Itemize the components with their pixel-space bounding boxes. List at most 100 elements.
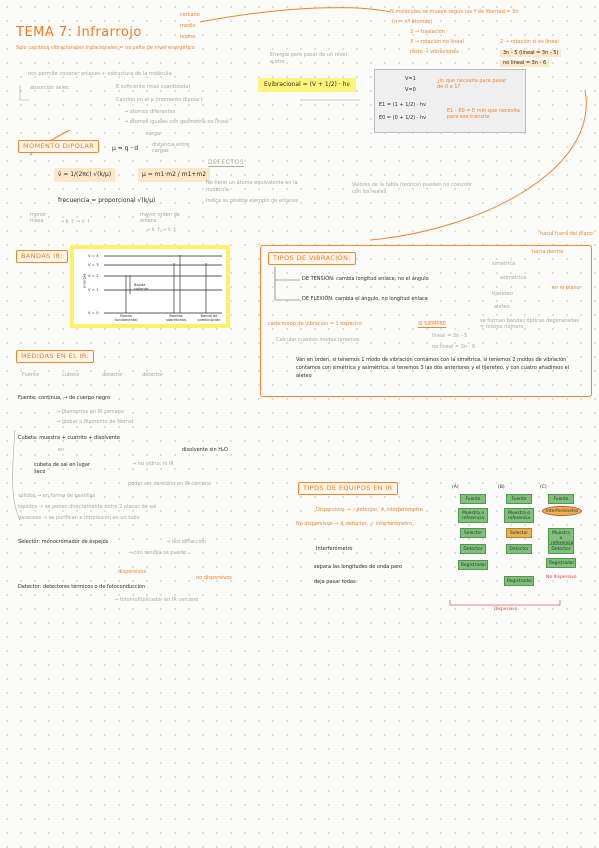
menor-masa-relation: → k ↑ → ν̄ ↑ xyxy=(60,219,91,225)
diagram-c-detector: Detector xyxy=(548,544,574,554)
combination-label: Banda de combinación xyxy=(197,314,221,322)
vib-energy-formula: Evibracional = (V + 1/2) · hν xyxy=(258,78,356,92)
diagram-b-muestra: Muestra o referencia xyxy=(504,508,534,523)
diagram-b-fuente: Fuente xyxy=(506,494,532,504)
energy-levels-svg xyxy=(104,255,222,314)
diagram-a-selector: Selector xyxy=(460,528,486,538)
diagram-a-detector: Detector xyxy=(460,544,486,554)
diagram-a-registrador: Registrador xyxy=(458,560,488,570)
equipos-dispersivos: Dispersivos → ✓detector, ✗ interferómetr… xyxy=(316,507,423,513)
level-v0: V=0 xyxy=(405,87,416,93)
diagram-a-fuente: Fuente xyxy=(460,494,486,504)
diagram-b-label: (B) xyxy=(498,485,505,490)
medidas-fuente: Fuente: continua, → de cuerpo negro xyxy=(18,395,111,401)
e1-formula: E1 = (1 + 1/2) · hν xyxy=(379,102,426,108)
equipos-no-dispersivos: No dispersivos → ✗ detector, ✓ interferó… xyxy=(296,521,413,527)
overtones-label: Bandas sobretonos xyxy=(166,314,186,322)
dipolar-carga: carga xyxy=(146,131,161,137)
medidas-no-dispersivos: no dispersivos xyxy=(196,575,232,581)
medidas-detector: Detector: detectores térmicos o de fotoc… xyxy=(18,584,146,590)
diagram-no-dispersivo-label: No dispersivo xyxy=(546,575,577,580)
vibration-calc-no-lineal: no lineal = 3n - 6 xyxy=(432,344,476,350)
diagram-c-fuente: Fuente xyxy=(548,494,574,504)
intro-line-6: → átomos iguales con geometría no lineal xyxy=(124,119,229,125)
energy-levels-box: V=1 V=0 ¿lo que necesita para pasar de 0… xyxy=(374,69,526,133)
chart-ylabel: energía xyxy=(81,273,87,289)
title-option-1: cercano xyxy=(180,12,200,18)
level-label-2: V = 2 xyxy=(88,273,99,278)
medidas-flow-4: detector xyxy=(142,372,164,378)
level-label-0: V = 0 xyxy=(88,310,99,315)
mayor-orden: mayor orden de enlace xyxy=(140,212,180,224)
intro-line-3b: E suficiente (mas cuantizada) xyxy=(116,84,191,90)
medidas-fuente-1: → filamentos en IR cercano xyxy=(56,409,124,415)
transition-result: E1 - E0 = E min que necesita para ese tr… xyxy=(447,108,520,121)
molecules-lineal: 3n - 5 (lineal = 3n - 5) xyxy=(500,50,562,57)
vibration-siempre-note: se forman bandas ópticas degeneradas = m… xyxy=(480,318,579,330)
diagram-b-selector: Selector xyxy=(506,528,532,538)
diagram-c-label: (C) xyxy=(540,485,547,490)
vibration-siempre: SI SIEMPRE xyxy=(418,321,447,328)
section-medidas: MEDIDAS EN EL IR: xyxy=(16,350,95,363)
dipolar-distancia: distancia entre cargas xyxy=(152,142,190,154)
defectos-note: Valores de la tabla (teórico) pueden no … xyxy=(352,182,473,195)
medidas-flow-2: cubeta xyxy=(62,372,80,378)
medidas-dispersivos: dispersivos xyxy=(118,569,147,575)
section-tipos-equipos: TIPOS DE EQUIPOS EN IR xyxy=(298,482,398,495)
medidas-solidos: sólidos → en forma de pastillas xyxy=(18,493,96,499)
vib-right-1: simétrica xyxy=(492,261,516,267)
vib-red-label-3: en el plano xyxy=(552,285,580,291)
fundamental-label: Banda fundamental xyxy=(114,314,138,322)
equipos-separa: separa las longitudes de onda pero xyxy=(314,564,403,570)
vib-right-3: tijereteo xyxy=(492,291,513,297)
vibration-each: cada modo de vibración = 1 espectro xyxy=(268,321,363,327)
menor-masa: menor masa xyxy=(30,212,47,224)
vib-red-label-2: hacia dentro xyxy=(532,249,564,255)
level-label-3: V = 3 xyxy=(88,262,99,267)
medidas-fuente-2: → globar o filamento de Nernst xyxy=(56,419,134,425)
section-bandas-ir: BANDAS IR: xyxy=(16,250,68,263)
diagram-b-detector: Detector xyxy=(506,544,532,554)
defectos-title: DEFECTOS xyxy=(208,159,245,167)
section-tipos-vibracion: TIPOS DE VIBRACIÓN: xyxy=(268,252,356,265)
molecules-rotacion: 3 → rotación no lineal xyxy=(410,39,464,45)
medidas-cubeta-sal: cubeta de sal en lugar seco xyxy=(34,462,90,475)
vib-red-label-1: hacia fuera del plano xyxy=(540,231,593,237)
diagram-c-interferometro: Interferómetro xyxy=(542,506,582,516)
medidas-gaseosos: gaseosos → se purifican e introducen en … xyxy=(18,515,140,521)
section-momento-dipolar: MOMENTO DIPOLAR xyxy=(18,140,100,153)
diagram-a-muestra: Muestra o referencia xyxy=(458,508,488,523)
vibration-flexion: DE FLEXIÓN: cambia el ángulo, no longitu… xyxy=(302,296,428,302)
diagram-a-label: (A) xyxy=(452,485,459,490)
medidas-foto: → fotomultiplicador en IR cercano xyxy=(114,597,199,603)
medidas-disuelto: disolvente sin H₂O xyxy=(182,447,228,453)
medidas-flow-3: detector xyxy=(102,372,124,378)
vib-right-4: aleteo xyxy=(494,304,510,310)
medidas-liquidos: líquidos → se ponen directamente entre 2… xyxy=(18,504,157,510)
medidas-no-vidrio: → no vidrio, ni IR xyxy=(132,461,174,467)
title-option-3: lejano xyxy=(180,34,196,40)
equipos-deja: deja pasar todas xyxy=(314,579,356,585)
e0-formula: E0 = (0 + 1/2) · hν xyxy=(379,115,426,121)
molecules-head: N moléculas se mueve según los º de libe… xyxy=(390,9,519,15)
title-option-2: medio xyxy=(180,23,196,29)
intro-line-4: Cambio en el μ (momento dipolar): xyxy=(116,97,204,103)
medidas-en: en xyxy=(58,447,65,453)
intro-line-3a: absorción selec. xyxy=(30,85,71,91)
frequency-proportional: frecuencia = proporcional √(k/μ) xyxy=(58,197,156,204)
transition-note: ¿lo que necesita para pasar de 0 a 1? xyxy=(437,78,507,91)
medidas-poros: poder ser de vidrio en IR cercano xyxy=(128,481,212,487)
diagram-c-registrador: Registrador xyxy=(546,558,576,568)
vibration-paragraph: Van en orden, si tenemos 1 modo de vibra… xyxy=(296,357,570,379)
defectos-item-1: No tiene un átomo equivalente en la molé… xyxy=(206,180,298,193)
level-v1: V=1 xyxy=(405,76,416,82)
molecules-traslacion: 3 → traslación xyxy=(410,29,446,35)
equipos-interferometro: Interferómetro xyxy=(316,546,353,552)
molecules-vibraciones: resto → vibraciones xyxy=(410,49,459,55)
vibration-calc: Calcular cuantos modos tenemos xyxy=(276,337,360,343)
hot-band-label: Banda caliente xyxy=(134,283,149,292)
intro-line-2: nos permite conocer enlaces + estructura… xyxy=(28,71,172,77)
intro-line-5: → átomos diferentes xyxy=(124,109,176,115)
reduced-mass-formula: μ = m1·m2 / m1+m2 xyxy=(138,168,211,182)
page-title: TEMA 7: Infrarrojo xyxy=(16,25,142,40)
